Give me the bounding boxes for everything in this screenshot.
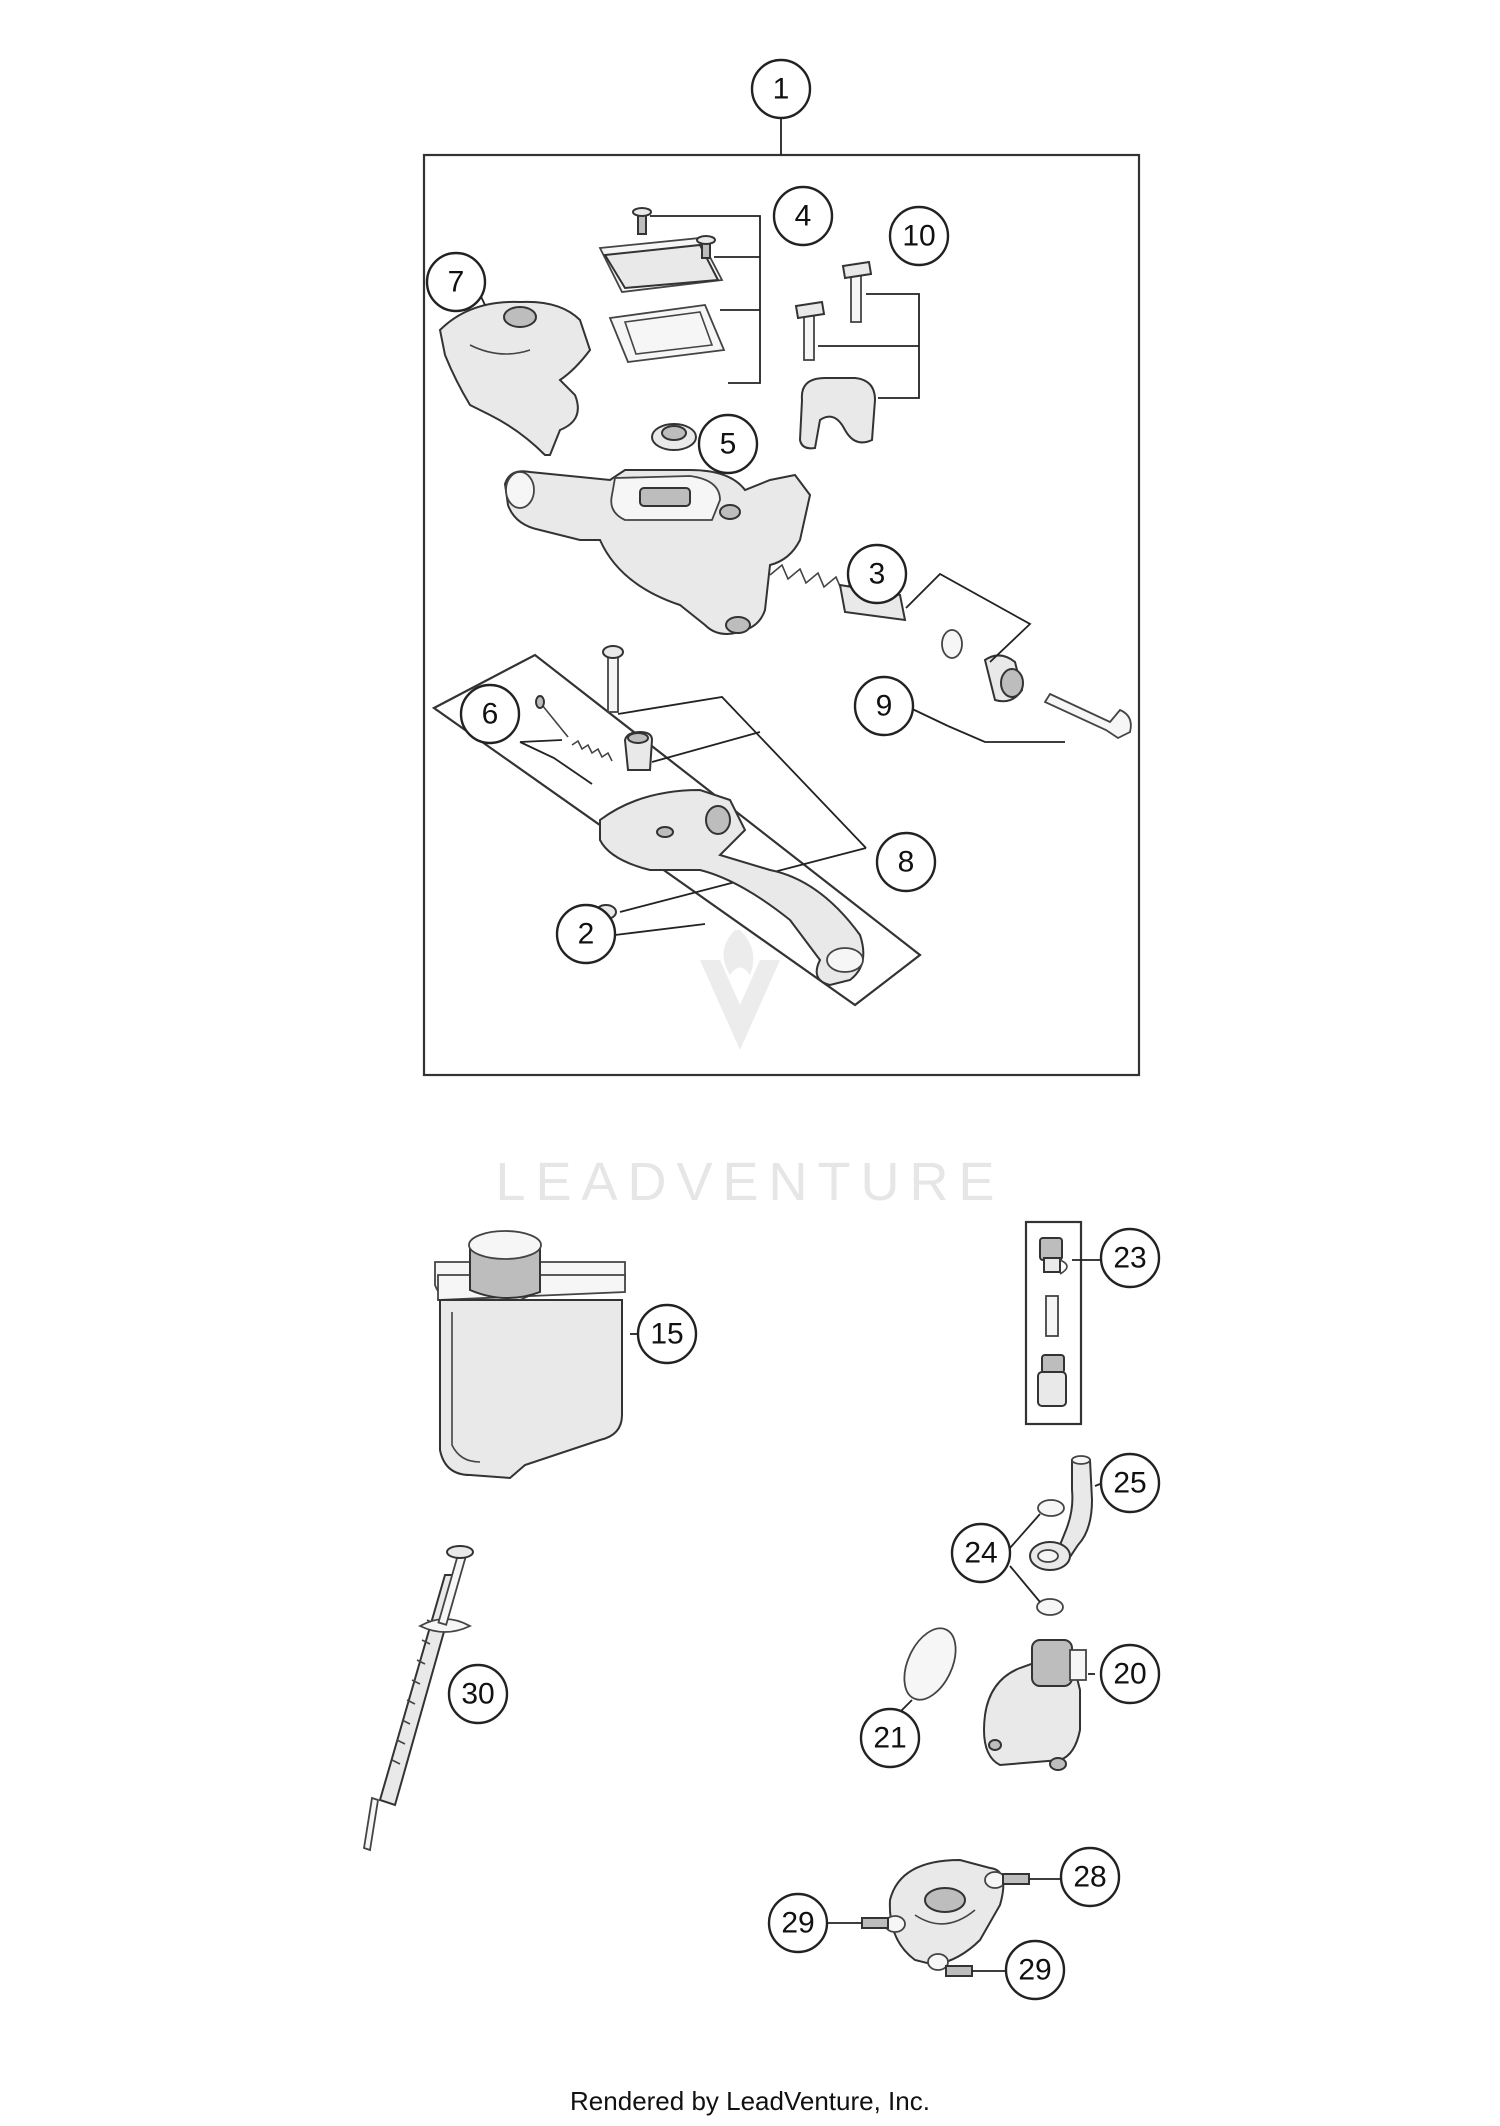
callout-28[interactable]: 28 <box>1059 1846 1121 1908</box>
grease-syringe-part[interactable] <box>362 1545 474 1852</box>
callout-1[interactable]: 1 <box>750 58 812 120</box>
slave-cylinder-part[interactable] <box>983 1639 1087 1771</box>
watermark-text: LEADVENTURE <box>495 1152 1004 1212</box>
brake-fluid-bottle-part[interactable] <box>434 1230 626 1480</box>
callout-8[interactable]: 8 <box>875 831 937 893</box>
leadventure-watermark: LEADVENTURE <box>495 930 1004 1212</box>
svg-text:29: 29 <box>781 1907 814 1940</box>
svg-text:28: 28 <box>1073 1861 1106 1894</box>
svg-text:23: 23 <box>1113 1242 1146 1275</box>
svg-text:25: 25 <box>1113 1467 1146 1500</box>
callout-30[interactable]: 30 <box>447 1663 509 1725</box>
svg-text:24: 24 <box>964 1537 997 1570</box>
push-rod-part[interactable] <box>1043 692 1132 740</box>
pivot-bolt-part[interactable] <box>595 645 654 920</box>
svg-text:15: 15 <box>650 1318 683 1351</box>
svg-text:7: 7 <box>448 266 465 299</box>
callout-10[interactable]: 10 <box>888 205 950 267</box>
svg-text:8: 8 <box>898 846 915 879</box>
svg-text:29: 29 <box>1018 1954 1051 1987</box>
callout-24[interactable]: 24 <box>950 1522 1012 1584</box>
callout-2[interactable]: 2 <box>555 903 617 965</box>
svg-text:1: 1 <box>773 73 790 106</box>
callout-6[interactable]: 6 <box>459 683 521 745</box>
callout-9[interactable]: 9 <box>853 675 915 737</box>
svg-text:20: 20 <box>1113 1658 1146 1691</box>
callout-29-bottom[interactable]: 29 <box>1004 1939 1066 2001</box>
callout-25[interactable]: 25 <box>1099 1452 1161 1514</box>
assembly-frame <box>422 153 1141 1077</box>
callout-23[interactable]: 23 <box>1099 1227 1161 1289</box>
diaphragm-part[interactable] <box>651 423 697 451</box>
clamp-cover-part[interactable] <box>438 300 592 456</box>
callout-29-left[interactable]: 29 <box>767 1892 829 1954</box>
piston-kit-part[interactable] <box>769 563 1024 703</box>
rendered-by-footer: Rendered by LeadVenture, Inc. <box>570 2086 930 2116</box>
washer-part[interactable] <box>1036 1499 1065 1616</box>
svg-text:2: 2 <box>578 918 595 951</box>
svg-text:6: 6 <box>482 698 499 731</box>
svg-text:5: 5 <box>720 428 737 461</box>
callout-15[interactable]: 15 <box>636 1303 698 1365</box>
reservoir-cover-part[interactable] <box>598 207 726 363</box>
svg-text:9: 9 <box>876 690 893 723</box>
banjo-fitting-part[interactable] <box>1029 1455 1094 1571</box>
callout-3[interactable]: 3 <box>846 543 908 605</box>
svg-text:30: 30 <box>461 1678 494 1711</box>
callout-21[interactable]: 21 <box>859 1707 921 1769</box>
master-cylinder-body-part[interactable] <box>503 469 812 635</box>
callout-7[interactable]: 7 <box>425 251 487 313</box>
bleeder-kit-frame <box>1024 1220 1083 1426</box>
slave-cylinder-cover-part[interactable] <box>884 1858 1006 1971</box>
svg-text:21: 21 <box>873 1722 906 1755</box>
lever-spring-part[interactable] <box>535 695 613 762</box>
o-ring-part[interactable] <box>894 1620 966 1707</box>
brake-lever-part[interactable] <box>599 788 865 987</box>
svg-text:10: 10 <box>902 220 935 253</box>
bleeder-kit-part[interactable] <box>1037 1237 1068 1407</box>
handlebar-clamp-part[interactable] <box>794 260 877 450</box>
callout-5[interactable]: 5 <box>697 413 759 475</box>
svg-text:3: 3 <box>869 558 886 591</box>
svg-text:4: 4 <box>795 200 812 233</box>
callout-20[interactable]: 20 <box>1099 1643 1161 1705</box>
callout-4[interactable]: 4 <box>772 185 834 247</box>
